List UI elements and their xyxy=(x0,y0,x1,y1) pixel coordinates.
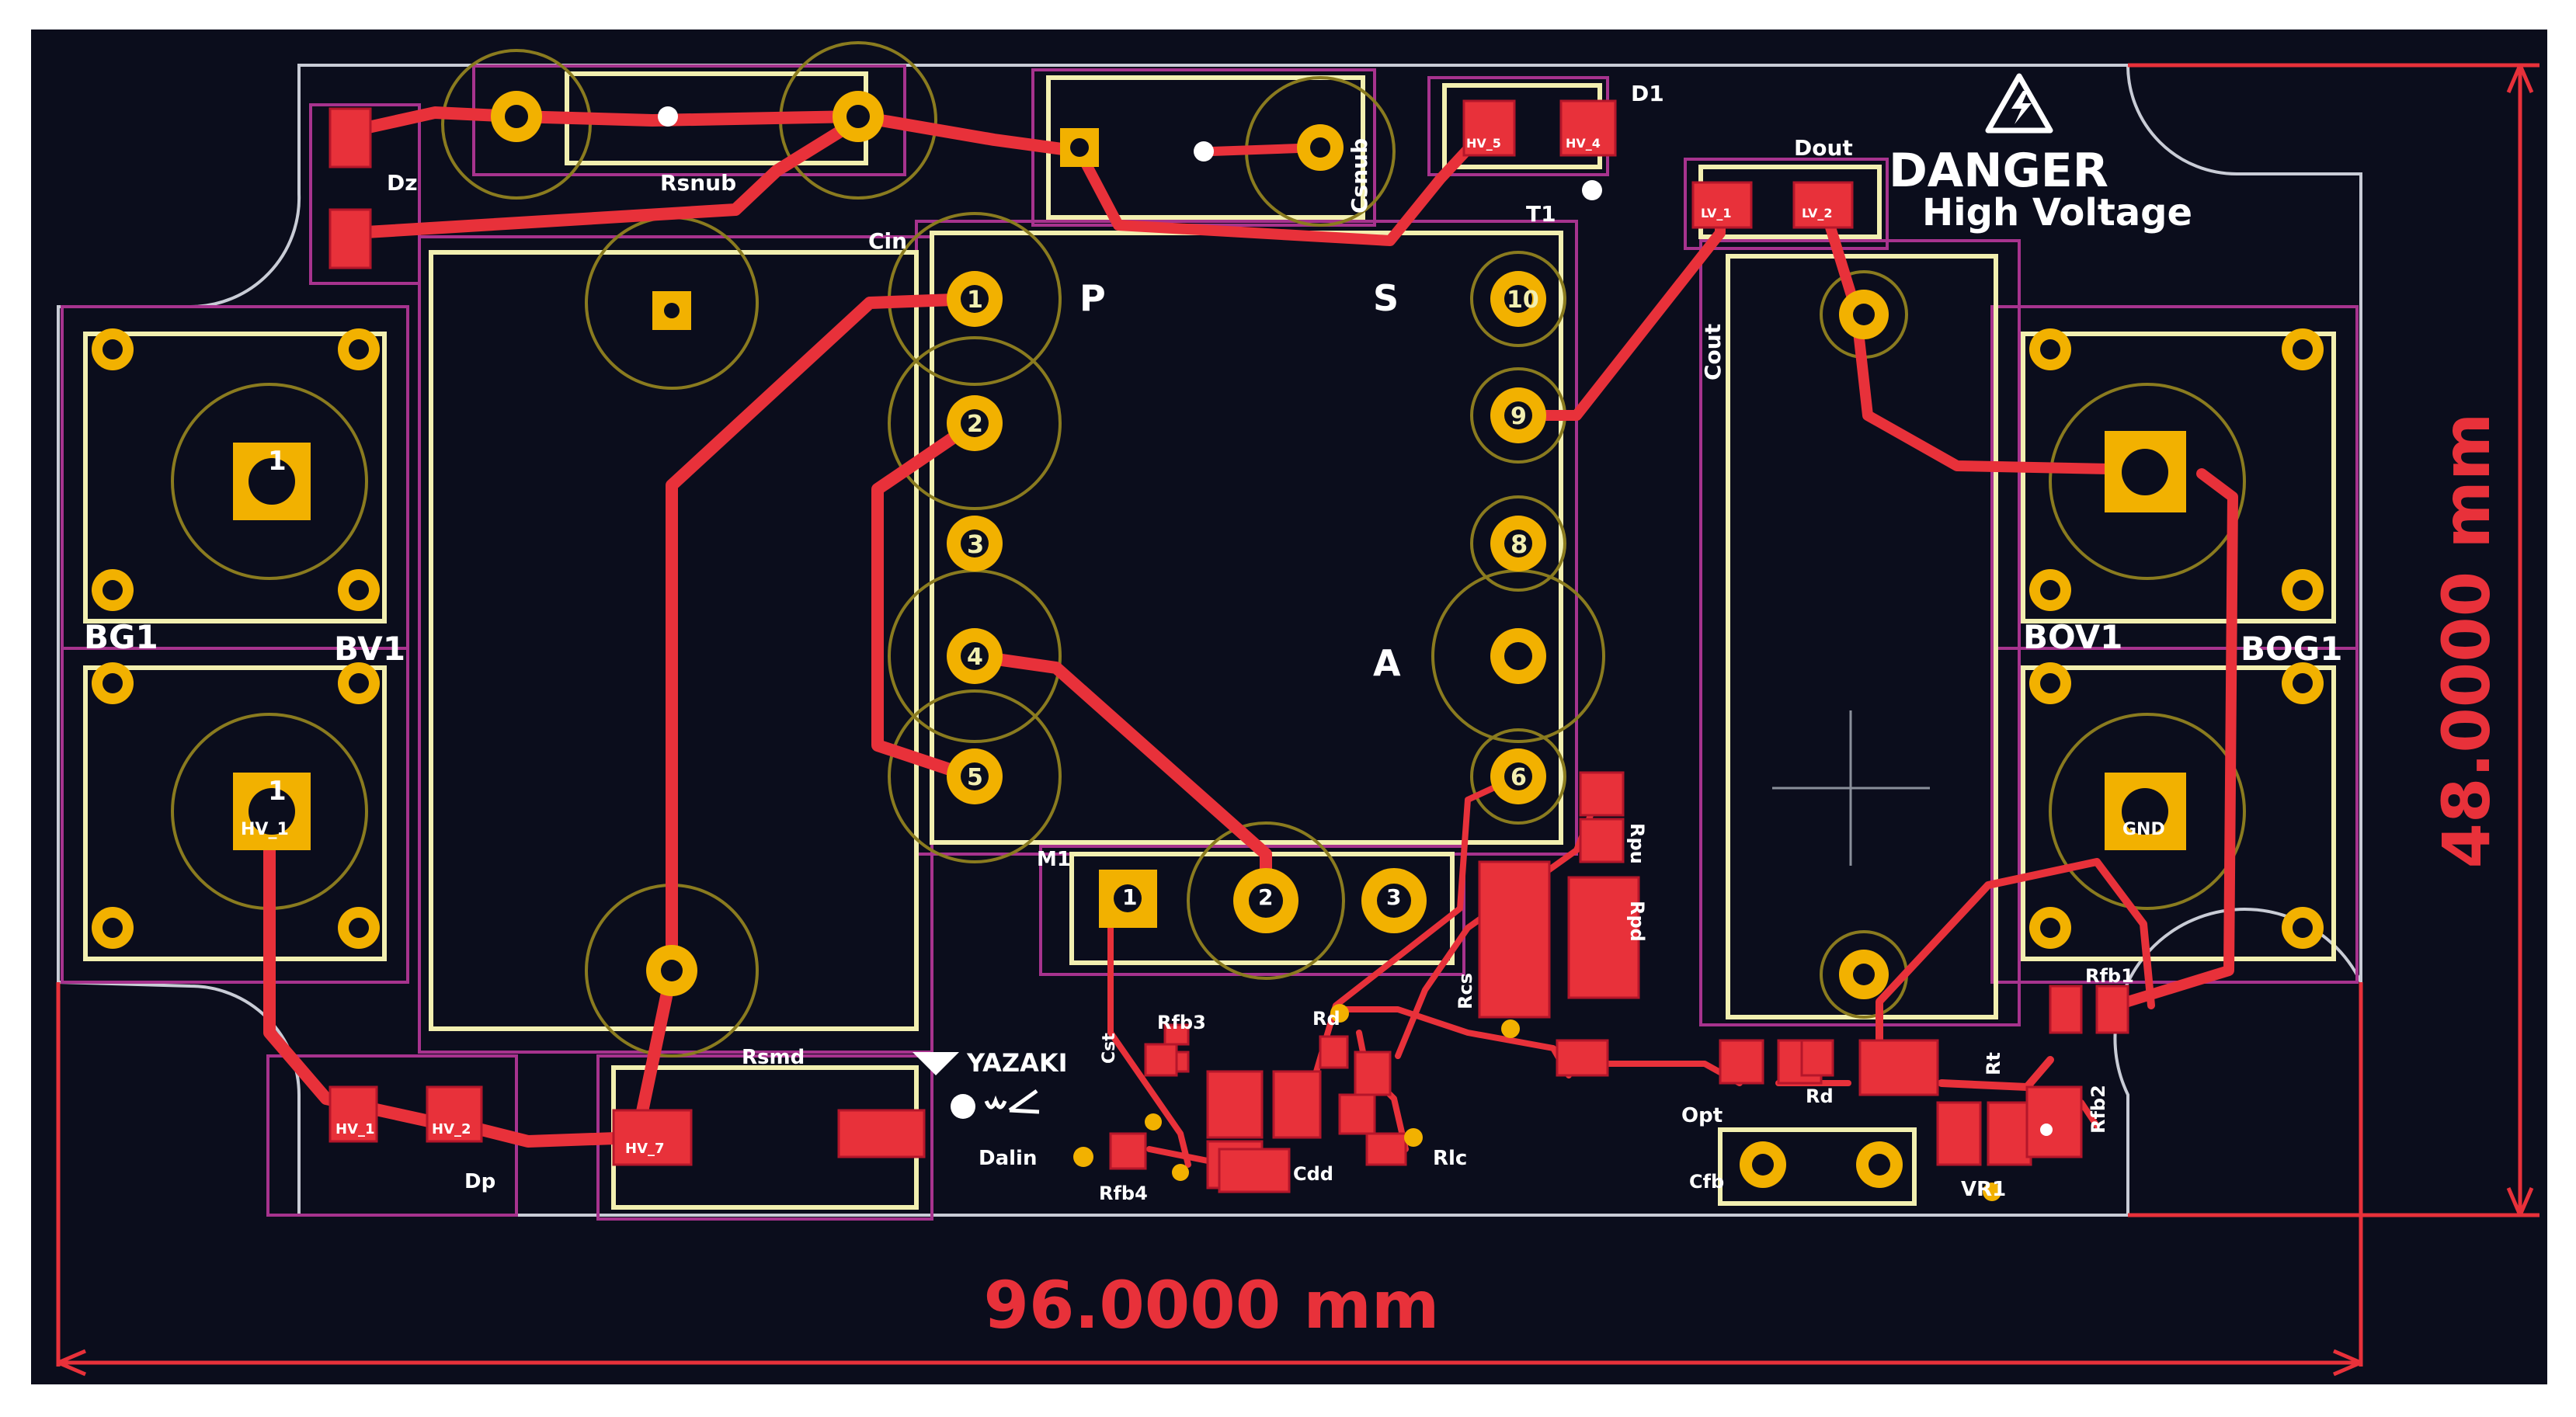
pad-label-hv5: HV_5 xyxy=(1466,136,1501,151)
pad-label-hv2: HV_2 xyxy=(432,1121,471,1137)
transformer-secondary-label: S xyxy=(1373,277,1399,319)
transformer-aux-label: A xyxy=(1373,642,1401,684)
ref-d1: D1 xyxy=(1631,81,1664,106)
transformer-pin-number: 1 xyxy=(967,287,983,314)
pad-label-hv1: HV_1 xyxy=(335,1121,375,1137)
warning-subtitle: High Voltage xyxy=(1922,191,2192,234)
pad-label-hv4: HV_4 xyxy=(1566,136,1601,151)
pad-num-m1-3: 3 xyxy=(1386,884,1401,910)
ref-dz: Dz xyxy=(387,170,418,196)
ref-rpd: Rpd xyxy=(1626,901,1648,942)
transformer-pin-number: 5 xyxy=(967,764,983,791)
ref-dalin: Dalin xyxy=(979,1147,1037,1170)
ref-bg1: BG1 xyxy=(84,618,158,656)
dimension-height: 48.0000 mm xyxy=(2428,413,2505,869)
transformer-pin-number: 2 xyxy=(967,411,983,438)
transformer-primary-label: P xyxy=(1079,277,1106,319)
ref-bog1: BOG1 xyxy=(2241,630,2342,668)
transformer-pin-number: 10 xyxy=(1507,287,1539,314)
ref-rd: Rd xyxy=(1312,1008,1340,1030)
dimension-lines xyxy=(56,63,2539,1377)
ref-rd2: Rd xyxy=(1806,1085,1834,1107)
ref-rsnub: Rsnub xyxy=(660,170,736,196)
vias xyxy=(1073,1004,2001,1201)
pin-3: 3 xyxy=(967,530,984,559)
cout-crosshair xyxy=(1772,710,1930,866)
ref-rcs: Rcs xyxy=(1455,973,1476,1009)
yazaki-logo-icon xyxy=(913,1052,1040,1119)
warning-title: DANGER xyxy=(1889,144,2108,198)
high-voltage-icon xyxy=(1985,73,2053,134)
ref-rlc: Rlc xyxy=(1433,1147,1467,1170)
ref-m1: M1 xyxy=(1037,848,1071,871)
transformer-pin-number: 6 xyxy=(1510,764,1527,791)
ref-bov1: BOV1 xyxy=(2023,618,2122,656)
pad-num-m1-1: 1 xyxy=(1122,884,1137,910)
ref-dp: Dp xyxy=(464,1170,495,1193)
ref-cin: Cin xyxy=(868,228,907,254)
ref-rfb1: Rfb1 xyxy=(2085,965,2134,987)
ref-t1: T1 xyxy=(1526,201,1556,227)
ref-rfb4: Rfb4 xyxy=(1099,1183,1148,1204)
pad-label-lv1: LV_1 xyxy=(1701,206,1732,221)
pad-label-hv1-big: HV_1 xyxy=(241,820,289,839)
pad-num-bv: 1 xyxy=(268,776,287,807)
pad-label-hv7: HV_7 xyxy=(625,1141,665,1157)
ref-bv1: BV1 xyxy=(334,630,405,668)
ref-rfb3: Rfb3 xyxy=(1157,1012,1206,1033)
ref-rpu: Rpu xyxy=(1626,823,1648,864)
ref-csnub: Csnub xyxy=(1347,138,1372,214)
transformer-pin-numbers: 3 8 xyxy=(967,530,1528,559)
ref-cdd: Cdd xyxy=(1293,1163,1333,1185)
pad-label-lv2: LV_2 xyxy=(1802,206,1833,221)
ref-rsmd: Rsmd xyxy=(742,1046,805,1069)
labels: DANGER High Voltage P S A BG1 BV1 BOV1 B… xyxy=(84,81,2342,1204)
ref-opt: Opt xyxy=(1681,1104,1723,1127)
transformer-pin-number: 9 xyxy=(1510,403,1527,430)
pad-labels: HV_1 HV_2 HV_7 HV_5 HV_4 LV_1 LV_2 GND H… xyxy=(241,136,2165,1157)
pad-num-bg: 1 xyxy=(268,446,287,477)
ref-rfb2: Rfb2 xyxy=(2088,1085,2109,1134)
ref-vr1: VR1 xyxy=(1961,1178,2006,1201)
dimension-width: 96.0000 mm xyxy=(984,1267,1440,1343)
ref-cst: Cst xyxy=(1100,1033,1119,1064)
ref-cfb: Cfb xyxy=(1689,1171,1724,1193)
ref-rt: Rt xyxy=(1983,1052,2004,1075)
pad-num-m1-2: 2 xyxy=(1258,884,1273,910)
ref-cout: Cout xyxy=(1700,324,1726,380)
smd-pads xyxy=(329,99,2129,1193)
pad-label-gnd: GND xyxy=(2122,820,2165,839)
transformer-pin-number: 4 xyxy=(967,644,983,671)
pin-8: 8 xyxy=(1510,530,1528,559)
logo-yazaki: YAZAKI xyxy=(966,1048,1068,1078)
ref-dout: Dout xyxy=(1794,135,1853,161)
